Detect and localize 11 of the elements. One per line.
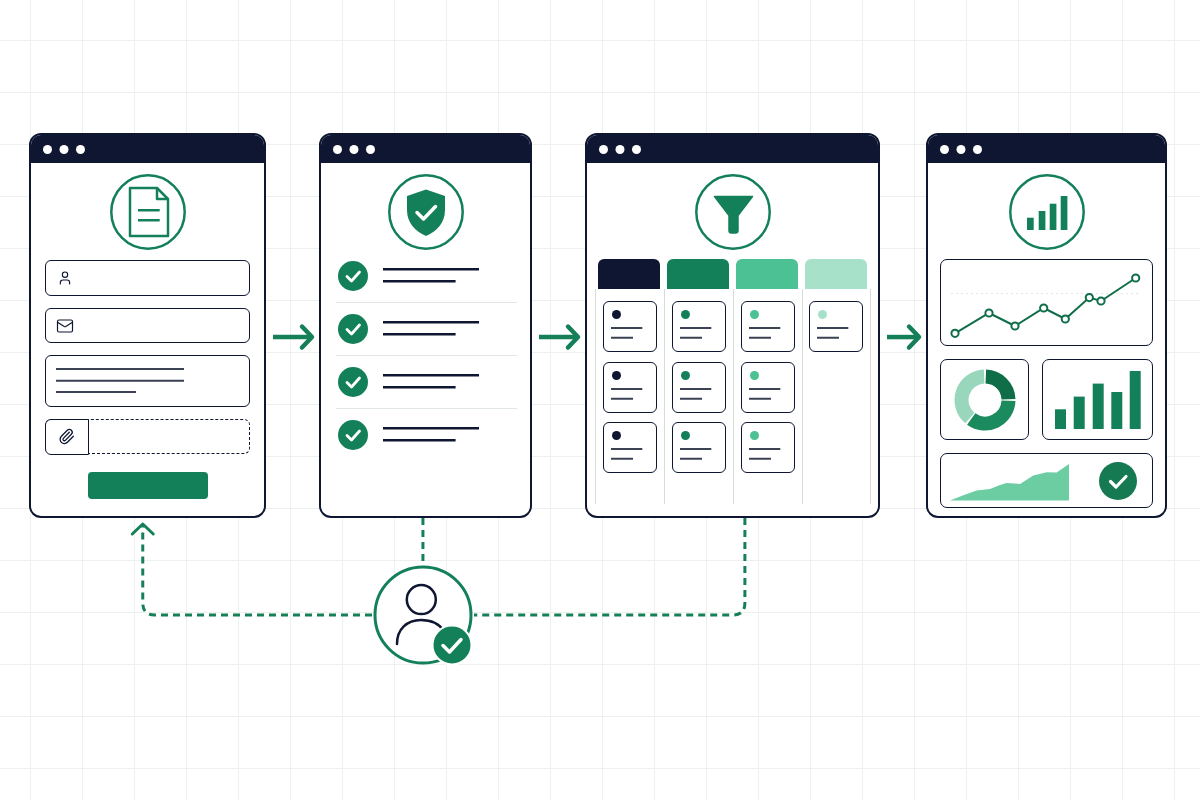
dashed-connector xyxy=(421,518,425,564)
dashed-connector xyxy=(474,518,747,617)
browser-window xyxy=(585,133,880,518)
arrow xyxy=(887,324,922,350)
browser-window xyxy=(29,133,266,518)
arrow xyxy=(273,324,315,350)
browser-window xyxy=(926,133,1167,518)
user-check-icon xyxy=(372,564,474,667)
dashed-arrow xyxy=(130,522,372,617)
arrow xyxy=(539,324,581,350)
browser-window xyxy=(319,133,532,518)
